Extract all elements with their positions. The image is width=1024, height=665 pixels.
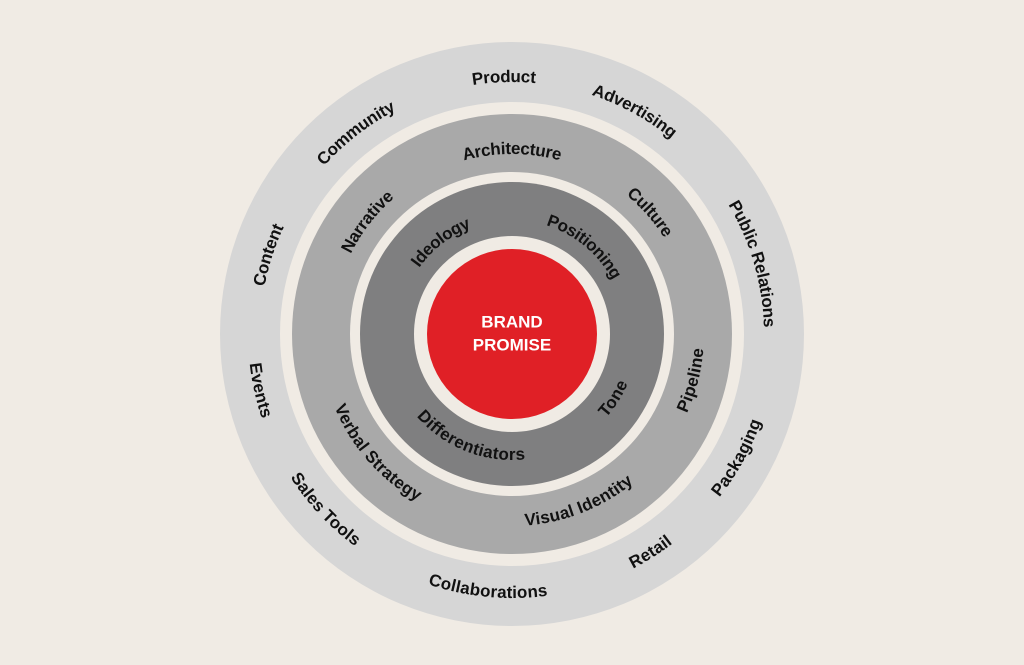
center-label-line1: BRAND — [481, 313, 542, 332]
center-label-line2: PROMISE — [473, 336, 551, 355]
brand-promise-core — [427, 249, 597, 419]
outer-label-product: Product — [471, 66, 537, 88]
